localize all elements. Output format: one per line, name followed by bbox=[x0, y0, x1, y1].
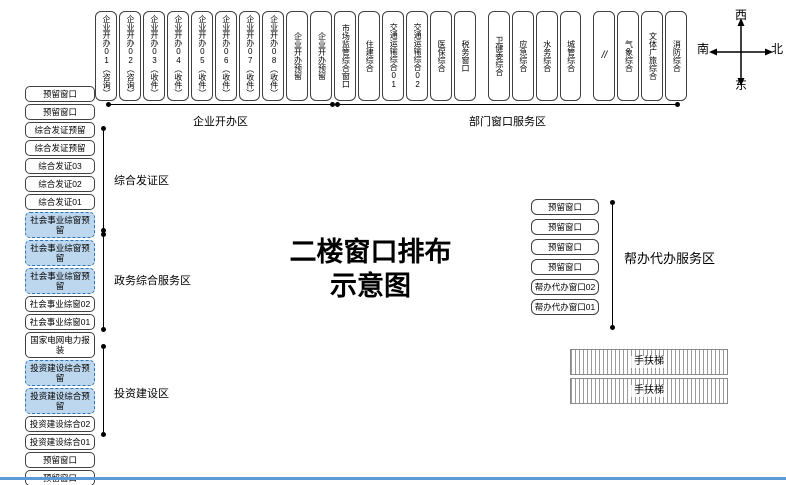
zone-label-investment: 投资建设区 bbox=[114, 388, 169, 400]
window-box: 城管综合 bbox=[559, 11, 582, 101]
window-box: 预留窗口 bbox=[531, 259, 599, 275]
window-box: 文体广旅综合 bbox=[641, 11, 664, 101]
page-title-line1: 二楼窗口排布 bbox=[289, 237, 452, 267]
escalator: 手扶梯 bbox=[570, 378, 728, 404]
window-box: 企业开办01（咨询） bbox=[95, 11, 117, 101]
zone-label-department: 部门窗口服务区 bbox=[469, 116, 546, 128]
window-box: 卫健委综合 bbox=[487, 11, 510, 101]
window-box-reserved: 投资建设综合预留 bbox=[25, 388, 95, 414]
escalator: 手扶梯 bbox=[570, 349, 728, 375]
window-box: 交通运输综合02 bbox=[405, 11, 428, 101]
window-box: 预留窗口 bbox=[25, 86, 95, 102]
compass-north-label: 北 bbox=[771, 42, 784, 56]
window-box: 社会事业综窗02 bbox=[25, 296, 95, 312]
zone-label-enterprise: 企业开办区 bbox=[193, 116, 248, 128]
compass-icon: 西 北 东 南 bbox=[695, 6, 786, 98]
window-box: 综合发证01 bbox=[25, 194, 95, 210]
window-box: 企业开办06（收件） bbox=[214, 11, 237, 101]
window-box-reserved: 投资建设综合预留 bbox=[25, 360, 95, 386]
window-box: 企业开办02（咨询） bbox=[118, 11, 141, 101]
window-box-reserved: 社会事业综窗预留 bbox=[25, 268, 95, 294]
row-gap bbox=[478, 11, 486, 101]
window-box: 住建综合 bbox=[358, 11, 381, 101]
window-box: 综合发证02 bbox=[25, 176, 95, 192]
zone-line-department bbox=[335, 102, 680, 107]
left-window-column: 预留窗口 预留窗口 综合发证预留 综合发证预留 综合发证03 综合发证02 综合… bbox=[25, 86, 95, 485]
window-box: 市场监管综合窗口 bbox=[334, 11, 357, 101]
window-box: 企业开办08（收件） bbox=[262, 11, 285, 101]
page-title-line2: 示意图 bbox=[330, 270, 411, 301]
escalator-label: 手扶梯 bbox=[631, 356, 667, 368]
window-box: 消防综合 bbox=[665, 11, 688, 101]
row-gap bbox=[583, 11, 591, 101]
window-box: 气象综合 bbox=[617, 11, 640, 101]
window-box: 投资建设综合01 bbox=[25, 434, 95, 450]
window-box: 企业开办预留 bbox=[310, 11, 333, 101]
window-box: 交通运输综合01 bbox=[382, 11, 404, 101]
compass-arrows-icon bbox=[709, 18, 773, 86]
window-box: 企业开办预留 bbox=[286, 11, 309, 101]
bottom-accent-bar bbox=[0, 477, 786, 480]
window-box: 预留窗口 bbox=[25, 104, 95, 120]
top-window-row: 企业开办01（咨询） 企业开办02（咨询） 企业开办03（收件） 企业开办04（… bbox=[95, 11, 688, 101]
zone-line-helper bbox=[610, 200, 615, 330]
window-box: 企业开办04（收件） bbox=[166, 11, 189, 101]
compass-west-label: 西 bbox=[735, 8, 748, 22]
zone-label-certificate: 综合发证区 bbox=[114, 175, 169, 187]
zone-label-government: 政务综合服务区 bbox=[114, 275, 191, 287]
zone-label-helper: 帮办代办服务区 bbox=[624, 251, 716, 266]
window-box: 综合发证预留 bbox=[25, 122, 95, 138]
page-title: 二楼窗口排布 示意图 bbox=[263, 236, 478, 304]
window-box: 水务综合 bbox=[535, 11, 558, 101]
window-box: 预留窗口 bbox=[531, 219, 599, 235]
compass-east-label: 东 bbox=[735, 78, 748, 92]
window-box: 帮办代办窗口02 bbox=[531, 279, 599, 295]
zone-line-government bbox=[101, 232, 106, 332]
window-box: 预留窗口 bbox=[531, 199, 599, 215]
window-box: 企业开办07（收件） bbox=[238, 11, 261, 101]
window-box: 国家电网电力报装 bbox=[25, 332, 95, 358]
window-box: 应急综合 bbox=[511, 11, 534, 101]
window-box: 预留窗口 bbox=[531, 239, 599, 255]
window-box: 帮办代办窗口01 bbox=[531, 299, 599, 315]
window-box: 企业开办05（收件） bbox=[190, 11, 213, 101]
window-box-empty: // bbox=[593, 11, 616, 101]
escalator-group: 手扶梯 手扶梯 bbox=[570, 349, 728, 407]
helper-window-column: 预留窗口 预留窗口 预留窗口 预留窗口 帮办代办窗口02 帮办代办窗口01 bbox=[531, 199, 599, 315]
window-box: 医保综合 bbox=[429, 11, 452, 101]
compass-south-label: 南 bbox=[697, 42, 710, 56]
window-box: 预留窗口 bbox=[25, 452, 95, 468]
window-box: 综合发证预留 bbox=[25, 140, 95, 156]
window-box: 投资建设综合02 bbox=[25, 416, 95, 432]
window-box: 综合发证03 bbox=[25, 158, 95, 174]
zone-line-investment bbox=[101, 344, 106, 437]
zone-line-enterprise bbox=[106, 102, 335, 107]
window-box: 税务窗口 bbox=[453, 11, 476, 101]
escalator-label: 手扶梯 bbox=[631, 385, 667, 397]
window-box-reserved: 社会事业综窗预留 bbox=[25, 240, 95, 266]
window-box-reserved: 社会事业综窗预留 bbox=[25, 212, 95, 238]
window-box: 企业开办03（收件） bbox=[142, 11, 165, 101]
window-box: 社会事业综窗01 bbox=[25, 314, 95, 330]
zone-line-certificate bbox=[101, 126, 106, 233]
